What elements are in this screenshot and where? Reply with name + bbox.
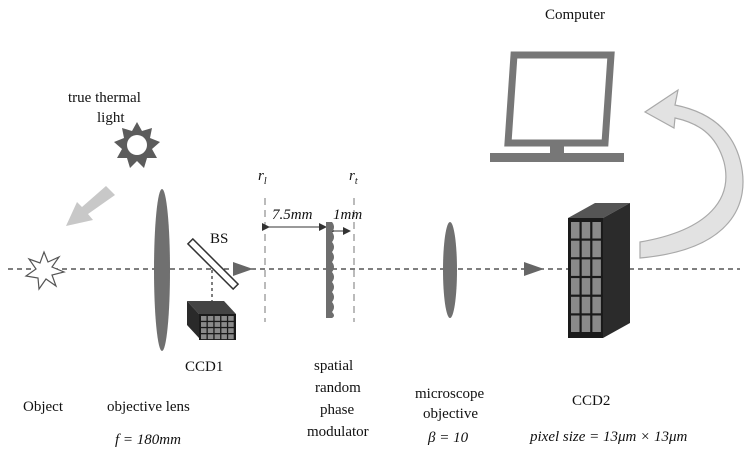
- rl-label: rl: [258, 168, 267, 187]
- microscope-label-1: microscope: [415, 386, 484, 402]
- dim-label-2: 1mm: [333, 207, 362, 223]
- ccd-pixel-cell: [201, 334, 207, 340]
- light-label-line1: true thermal: [68, 90, 141, 106]
- beam-arrow-2: [524, 262, 544, 276]
- ccd-pixel-cell: [228, 316, 234, 321]
- sun-icon: [114, 122, 160, 168]
- ccd-pixel-cell: [201, 328, 207, 333]
- data-transfer-arrow: [639, 88, 744, 259]
- ccd1-label: CCD1: [185, 359, 223, 375]
- object-label: Object: [23, 399, 64, 415]
- ccd1-sensor: [187, 301, 236, 340]
- ccd-pixel-cell: [581, 315, 591, 332]
- ccd-pixel-cell: [592, 240, 601, 258]
- dim-label-1: 7.5mm: [272, 207, 313, 223]
- bs-label: BS: [210, 231, 228, 247]
- ccd-pixel-cell: [214, 322, 221, 327]
- ccd-pixel-cell: [592, 222, 601, 239]
- modulator-label-1: spatial: [314, 358, 353, 374]
- ccd-pixel-cell: [207, 316, 214, 321]
- beam-splitter: [186, 237, 240, 291]
- ccd-pixel-cell: [581, 296, 591, 314]
- ccd-pixel-cell: [581, 240, 591, 258]
- ccd-pixel-cell: [592, 315, 601, 332]
- modulator-label-3: phase: [320, 402, 354, 418]
- ccd-pixel-cell: [221, 334, 227, 340]
- ccd-pixel-cell: [592, 278, 601, 295]
- ccd-pixel-cell: [571, 259, 580, 276]
- star-icon: [24, 250, 66, 291]
- microscope-label-2: objective: [423, 406, 478, 422]
- focal-length-label: f = 180mm: [115, 432, 181, 448]
- monitor-icon: [490, 51, 624, 162]
- ccd-pixel-cell: [221, 328, 227, 333]
- ccd-pixel-cell: [201, 322, 207, 327]
- ccd-pixel-cell: [214, 316, 221, 321]
- ccd-pixel-cell: [228, 328, 234, 333]
- ccd-pixel-cell: [207, 334, 214, 340]
- ccd-pixel-cell: [221, 316, 227, 321]
- magnification-label: β = 10: [427, 430, 469, 446]
- beam-arrow-1: [233, 262, 253, 276]
- ccd-pixel-cell: [214, 328, 221, 333]
- ccd-pixel-cell: [592, 259, 601, 276]
- ccd-pixel-cell: [201, 316, 207, 321]
- phase-modulator: [326, 222, 334, 318]
- ccd-pixel-cell: [581, 278, 591, 295]
- ccd-pixel-cell: [221, 322, 227, 327]
- computer-label: Computer: [545, 7, 605, 23]
- ccd-pixel-cell: [214, 334, 221, 340]
- ccd-pixel-cell: [592, 296, 601, 314]
- objective-lens-label: objective lens: [107, 399, 190, 415]
- ccd-pixel-cell: [571, 222, 580, 239]
- ccd-pixel-cell: [571, 296, 580, 314]
- ccd-pixel-cell: [571, 315, 580, 332]
- ccd2-label: CCD2: [572, 393, 610, 409]
- ccd-pixel-cell: [581, 222, 591, 239]
- pixel-size-label: pixel size = 13μm × 13μm: [529, 429, 688, 445]
- modulator-label-2: random: [315, 380, 361, 396]
- ccd-pixel-cell: [207, 322, 214, 327]
- objective-lens: [154, 189, 170, 351]
- ccd-pixel-cell: [228, 322, 234, 327]
- ccd-pixel-cell: [571, 278, 580, 295]
- rt-label: rt: [349, 168, 358, 187]
- microscope-objective-lens: [443, 222, 457, 318]
- ccd-pixel-cell: [581, 259, 591, 276]
- illumination-arrow: [66, 186, 115, 226]
- ccd2-sensor: [568, 203, 630, 338]
- ccd-pixel-cell: [207, 328, 214, 333]
- ccd-pixel-cell: [571, 240, 580, 258]
- ccd-pixel-cell: [228, 334, 234, 340]
- modulator-label-4: modulator: [307, 424, 369, 440]
- light-label-line2: light: [97, 110, 125, 126]
